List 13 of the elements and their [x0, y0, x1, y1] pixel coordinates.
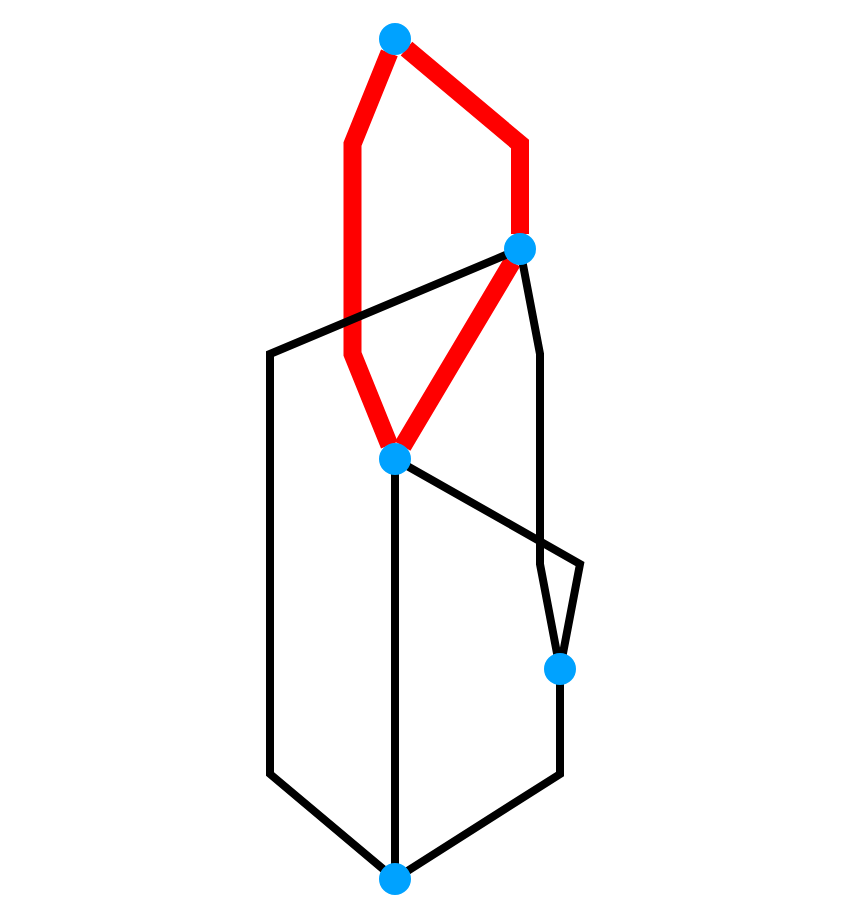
connector: [406, 462, 585, 655]
node-circle: [544, 653, 576, 685]
connector: [266, 251, 508, 873]
connector: [391, 474, 399, 864]
connector: [394, 257, 521, 451]
node-circle: [504, 233, 536, 265]
node-circle: [379, 863, 411, 895]
node-circle: [379, 443, 411, 475]
connector: [518, 263, 562, 655]
connector: [400, 41, 529, 234]
node-circle: [379, 23, 411, 55]
connector: [343, 49, 398, 449]
connector: [405, 684, 564, 875]
